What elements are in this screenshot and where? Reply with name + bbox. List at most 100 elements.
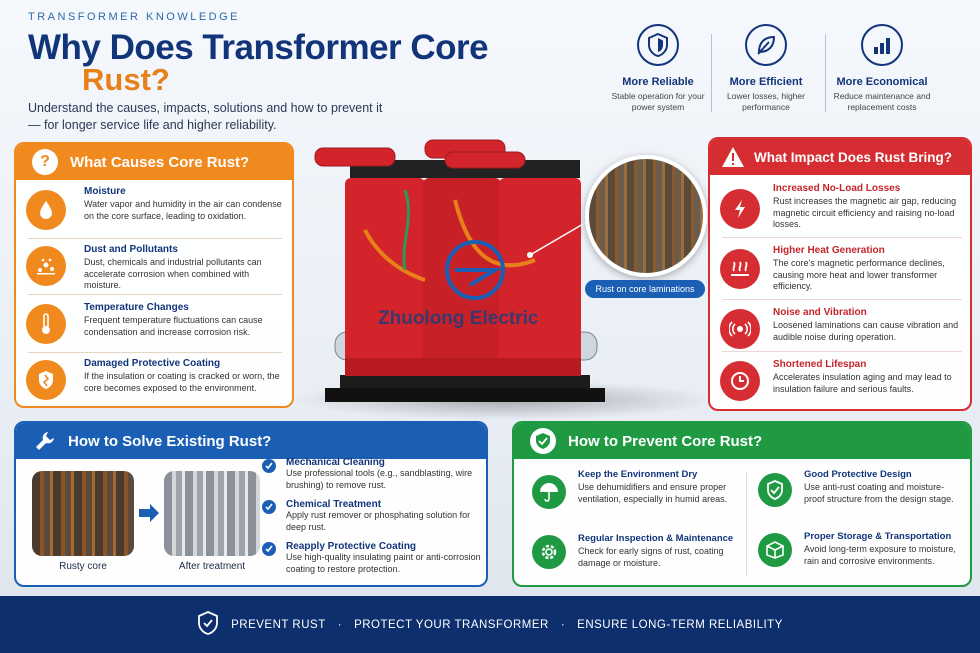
cause-title: Damaged Protective Coating [84,358,221,369]
solve-step-desc: Apply rust remover or phosphating soluti… [286,510,471,532]
divider [722,351,962,352]
solve-step-title: Mechanical Cleaning [286,457,385,468]
question-icon: ? [32,149,58,175]
shield-icon [637,24,679,66]
footer-separator: · [560,618,566,631]
impact-title: Shortened Lifespan [773,359,867,370]
before-caption: Rusty core [59,561,107,572]
impact-title: Increased No-Load Losses [773,183,901,194]
impacts-panel: What Impact Does Rust Bring? Increased N… [708,137,972,411]
footer-item: PREVENT RUST [231,618,326,631]
dust-icon [26,246,66,286]
shield-icon [197,611,219,638]
divider [722,299,962,300]
callout-label: Rust on core laminations [585,280,705,298]
warning-icon [720,144,746,170]
benefit-title: More Reliable [622,76,694,88]
prevent-tip-title: Keep the Environment Dry [578,469,698,480]
treated-core-photo [164,471,260,556]
benefit-desc: Lower losses, higher performance [727,91,805,112]
divider [711,34,712,112]
eyebrow: TRANSFORMER KNOWLEDGE [28,11,241,23]
solve-header: How to Solve Existing Rust? [16,423,486,459]
check-icon [262,542,276,556]
footer-item: ENSURE LONG-TERM RELIABILITY [577,618,783,631]
divider [28,294,282,295]
divider [825,34,826,112]
lightning-icon [720,189,760,229]
benefit-efficient: More Efficient Lower losses, higher perf… [711,24,821,113]
transformer-illustration [314,139,605,402]
wrench-icon [32,428,58,454]
heat-icon [720,249,760,289]
check-icon [262,500,276,514]
prevent-tip-desc: Use dehumidifiers and ensure proper vent… [578,482,728,504]
shield-check-icon [758,473,792,507]
prevent-tip-desc: Use anti-rust coating and moisture-proof… [804,482,954,504]
solve-title: How to Solve Existing Rust? [68,432,272,450]
impact-desc: Accelerates insulation aging and may lea… [773,372,952,394]
leaf-icon [745,24,787,66]
solve-step-title: Reapply Protective Coating [286,541,417,552]
bar-chart-icon [861,24,903,66]
benefit-desc: Stable operation for your power system [611,91,705,112]
thermometer-icon [26,304,66,344]
cause-title: Moisture [84,186,126,197]
page-subtitle: Understand the causes, impacts, solution… [28,101,383,132]
vibration-icon [720,309,760,349]
prevent-tip-title: Good Protective Design [804,469,912,480]
cause-desc: Frequent temperature fluctuations can ca… [84,315,263,337]
page-title-rust: Rust? [82,62,170,97]
solve-step-title: Chemical Treatment [286,499,382,510]
cause-desc: Water vapor and humidity in the air can … [84,199,282,221]
causes-panel: ? What Causes Core Rust? Moisture Water … [14,142,294,408]
impacts-title: What Impact Does Rust Bring? [754,149,953,165]
divider [746,471,747,577]
check-icon [262,459,276,473]
after-caption: After treatment [178,561,246,572]
impact-title: Noise and Vibration [773,307,867,318]
prevent-title: How to Prevent Core Rust? [568,432,763,450]
causes-header: ? What Causes Core Rust? [16,144,292,180]
brand-watermark: Zhuolong Electric [378,308,539,329]
cause-title: Dust and Pollutants [84,244,178,255]
prevent-tip-desc: Check for early signs of rust, coating d… [578,546,724,568]
solve-step-desc: Use professional tools (e.g., sandblasti… [286,468,473,490]
rusty-core-photo [32,471,134,556]
prevent-tip-title: Regular Inspection & Maintenance [578,533,734,544]
gear-icon [532,535,566,569]
impact-desc: The core's magnetic performance declines… [773,258,945,291]
clock-icon [720,361,760,401]
benefit-reliable: More Reliable Stable operation for your … [603,24,713,113]
solve-step-desc: Use high-quality insulating paint or ant… [286,552,481,574]
shield-check-icon [530,428,556,454]
impact-desc: Loosened laminations can cause vibration… [773,320,959,342]
cause-desc: If the insulation or coating is cracked … [84,371,280,393]
umbrella-icon [532,475,566,509]
prevent-header: How to Prevent Core Rust? [514,423,970,459]
prevent-panel: How to Prevent Core Rust? Keep the Envir… [512,421,972,587]
benefit-title: More Economical [836,76,928,88]
solve-panel: How to Solve Existing Rust? Rusty core A… [14,421,488,587]
impact-title: Higher Heat Generation [773,245,885,256]
divider [28,352,282,353]
water-drop-icon [26,190,66,230]
footer-separator: · [337,618,343,631]
prevent-tip-desc: Avoid long-term exposure to moisture, ra… [804,544,956,566]
footer-item: PROTECT YOUR TRANSFORMER [354,618,549,631]
benefit-economical: More Economical Reduce maintenance and r… [827,24,937,113]
footer-banner: PREVENT RUST · PROTECT YOUR TRANSFORMER … [0,596,980,653]
impact-desc: Rust increases the magnetic air gap, red… [773,196,957,229]
arrow-right-icon [139,504,159,522]
cause-title: Temperature Changes [84,302,189,313]
benefit-desc: Reduce maintenance and replacement costs [833,91,931,112]
prevent-tip-title: Proper Storage & Transportation [804,531,952,542]
cause-desc: Dust, chemicals and industrial pollutant… [84,257,262,290]
rust-closeup-photo [585,155,707,277]
benefit-title: More Efficient [729,76,803,88]
page-title: Why Does Transformer Core [28,28,489,67]
divider [722,237,962,238]
impacts-header: What Impact Does Rust Bring? [710,139,970,175]
causes-title: What Causes Core Rust? [70,153,250,171]
broken-shield-icon [26,360,66,400]
